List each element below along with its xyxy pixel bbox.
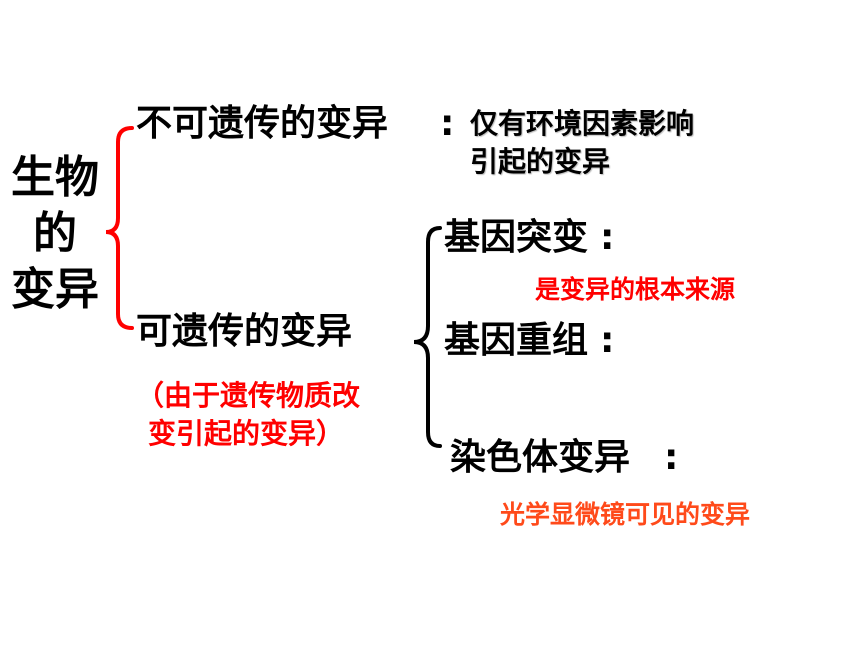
root-label-line-2: 的 — [33, 208, 77, 259]
gene-mutation-colon: : — [600, 217, 615, 258]
non-heritable-description-line-2: 引起的变异 — [470, 145, 611, 178]
heritable-note-line-1: （由于遗传物质改 — [136, 379, 361, 412]
heritable-brace — [413, 226, 442, 448]
root-label-line-1: 生物 — [11, 152, 99, 203]
non-heritable-colon: : — [440, 103, 455, 144]
root-label: 生物 的 变异 — [0, 150, 110, 318]
root-label-line-3: 变异 — [11, 264, 99, 315]
gene-mutation-label: 基因突变 — [444, 217, 589, 258]
root-brace — [105, 126, 134, 330]
chromosomal-variation-note: 光学显微镜可见的变异 — [500, 500, 751, 529]
gene-recombination-colon: : — [600, 320, 615, 361]
gene-mutation-note: 是变异的根本来源 — [535, 275, 736, 304]
chromosomal-variation-label: 染色体变异 — [450, 437, 631, 478]
heritable-variation-label: 可遗传的变异 — [136, 311, 353, 352]
non-heritable-description-line-1: 仅有环境因素影响 — [470, 107, 695, 140]
chromosomal-variation-colon: : — [664, 437, 679, 478]
heritable-note-line-2: 变引起的变异） — [148, 417, 345, 450]
gene-recombination-label: 基因重组 — [444, 320, 589, 361]
non-heritable-variation-label: 不可遗传的变异 — [136, 103, 389, 144]
